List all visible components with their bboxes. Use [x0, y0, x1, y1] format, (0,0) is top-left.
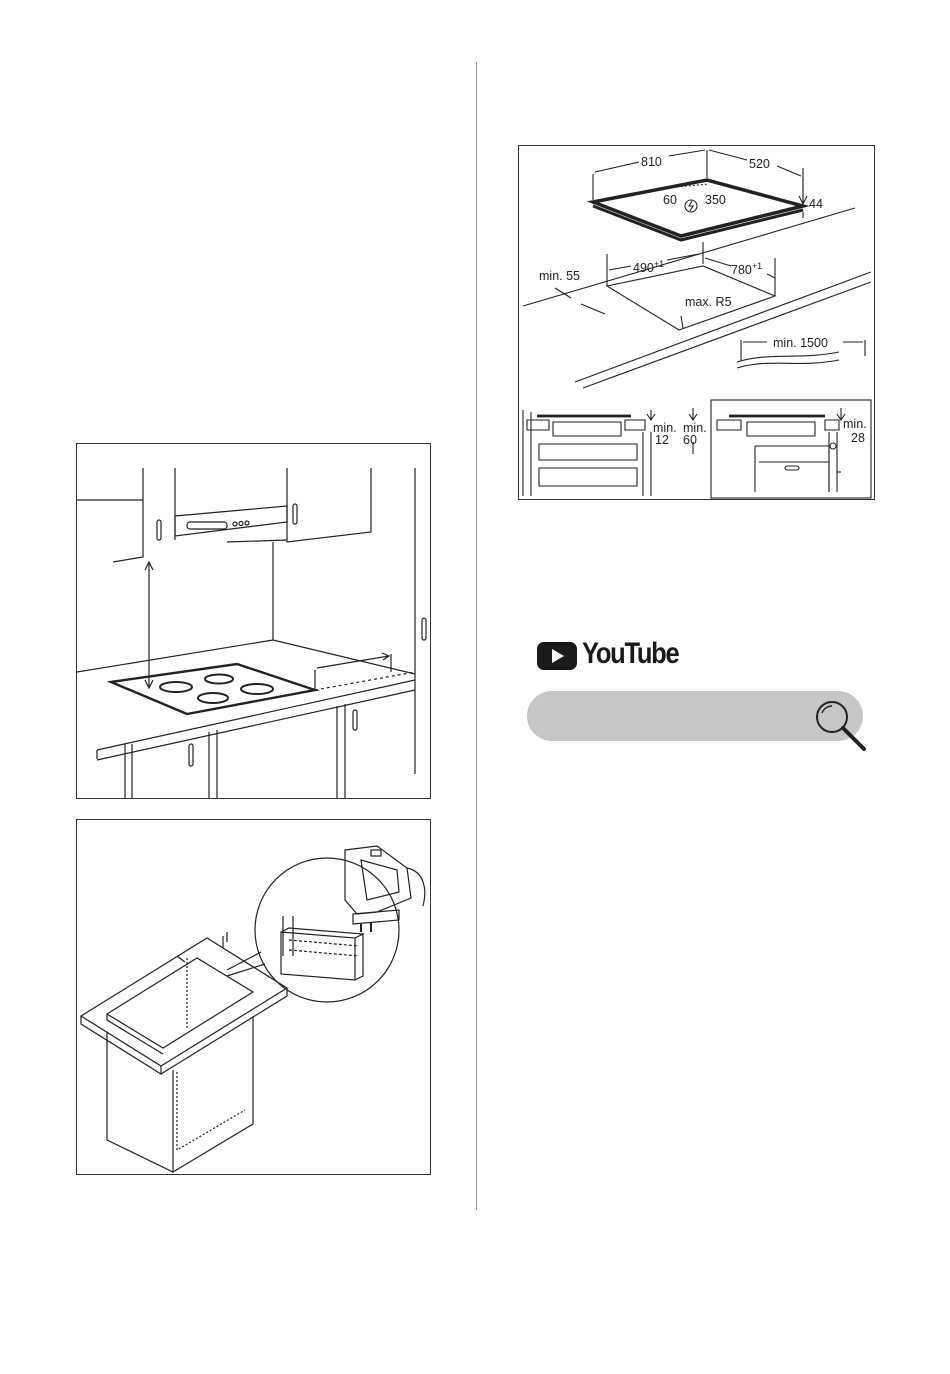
dim-780: 780+1	[731, 261, 762, 277]
dim-60: 60	[663, 193, 677, 207]
youtube-play-icon	[537, 642, 577, 670]
dim-810: 810	[641, 155, 662, 169]
dim-60-min: 60	[683, 433, 697, 447]
youtube-logo: YouTube	[537, 640, 677, 676]
dim-490: 490+1	[633, 259, 664, 275]
dim-min-55: min. 55	[539, 269, 580, 283]
column-divider	[476, 62, 477, 1210]
dim-min-label-3: min.	[843, 417, 867, 431]
dim-44: 44	[809, 197, 823, 211]
figure-worktop-cutout	[76, 819, 431, 1175]
dim-28: 28	[851, 431, 865, 445]
figure-hood-clearance	[76, 443, 431, 799]
dim-min-1500: min. 1500	[773, 336, 828, 350]
magnifier-icon	[812, 697, 872, 753]
figure-installation-dimensions: 810 520 60 350 44 490+1 780+1 min. 55 ma…	[518, 145, 875, 500]
dim-max-r5: max. R5	[685, 295, 732, 309]
dim-350: 350	[705, 193, 726, 207]
youtube-logo-text: YouTube	[582, 637, 678, 671]
dim-520: 520	[749, 157, 770, 171]
dim-12: 12	[655, 433, 669, 447]
